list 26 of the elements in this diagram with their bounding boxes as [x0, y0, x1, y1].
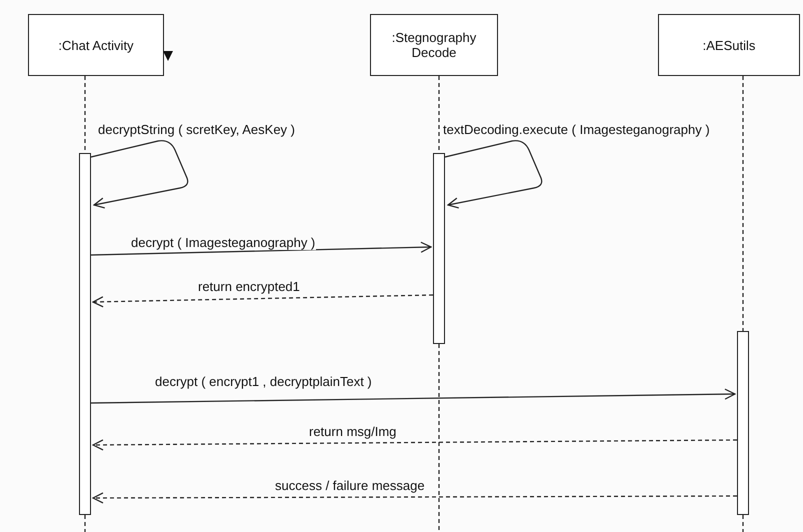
message-arrow [92, 492, 737, 504]
lifeline-title: :Chat Activity [58, 38, 134, 52]
message-arrow [444, 140, 542, 209]
lifeline [84, 76, 86, 153]
lifeline [438, 76, 440, 153]
edge-label: decryptString ( scretKey, AesKey ) [97, 122, 296, 137]
lifeline [742, 76, 744, 331]
edge-label: decrypt ( Imagesteganography ) [130, 235, 316, 250]
lifeline-header-box [370, 14, 498, 76]
activation-bar [79, 153, 91, 515]
edge-label: return msg/Img [308, 424, 398, 439]
edge-label: success / failure message [274, 478, 426, 493]
message-arrow [91, 388, 736, 404]
message-arrow [90, 242, 432, 256]
activation-bar [737, 331, 749, 515]
lifeline-header-box [658, 14, 800, 76]
edge-label: textDecoding.execute ( Imagesteganography ) [442, 122, 711, 137]
message-arrow [92, 439, 737, 451]
message-arrow [92, 294, 434, 308]
edge-label: decrypt ( encrypt1 , decryptplainText ) [154, 374, 373, 389]
lifeline-header-box [28, 14, 164, 76]
edge-label: return encrypted1 [197, 279, 301, 294]
lifeline-title: :Stegnography Decode [390, 30, 478, 60]
activation-bar [433, 153, 445, 344]
message-arrow [90, 140, 188, 209]
lifeline-title: :AESutils [702, 38, 756, 52]
